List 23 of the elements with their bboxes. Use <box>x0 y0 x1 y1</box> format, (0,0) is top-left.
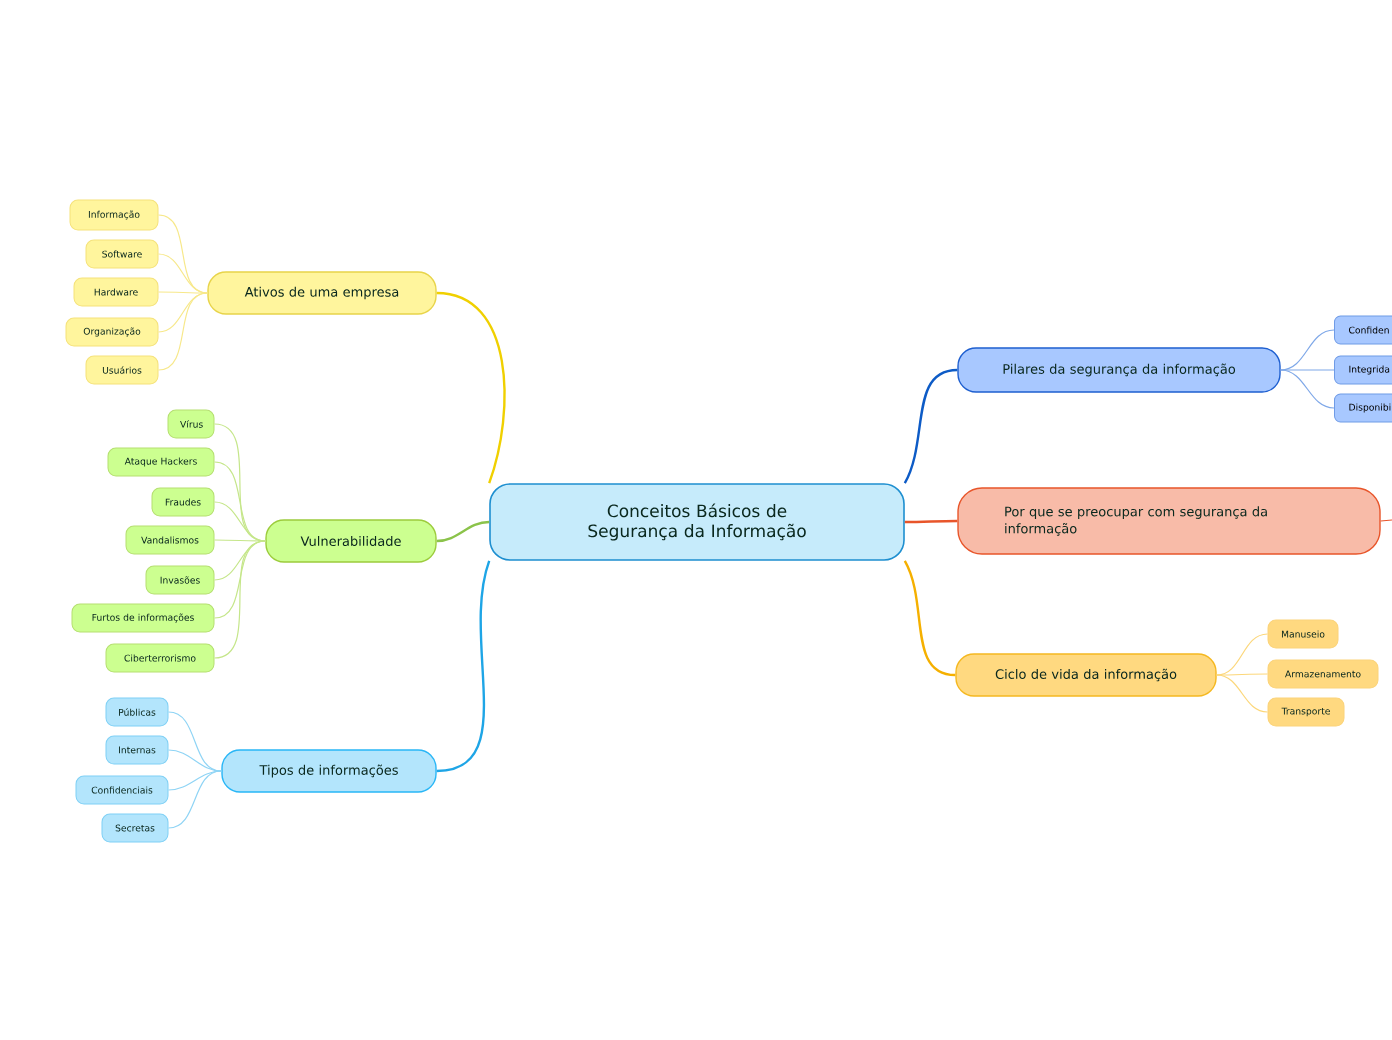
connector <box>1216 674 1269 713</box>
connector <box>436 520 490 543</box>
connector <box>904 519 958 524</box>
connector <box>436 291 506 484</box>
connector <box>1216 673 1269 676</box>
connector <box>157 291 208 294</box>
connector <box>167 770 222 829</box>
connector <box>1380 519 1392 522</box>
connector <box>436 560 491 773</box>
connector <box>1280 369 1335 371</box>
connector <box>157 292 208 371</box>
connector <box>1280 369 1335 409</box>
connector <box>157 253 208 294</box>
connector <box>1216 633 1269 676</box>
connector <box>213 539 266 542</box>
connector <box>213 540 266 659</box>
connector <box>167 711 222 772</box>
central-topic-box: Conceitos Básicos de Segurança da Informação <box>489 483 905 561</box>
connector <box>213 540 266 619</box>
connector <box>903 560 956 677</box>
connector <box>167 749 222 772</box>
connector <box>903 368 958 484</box>
connector <box>1280 329 1335 371</box>
